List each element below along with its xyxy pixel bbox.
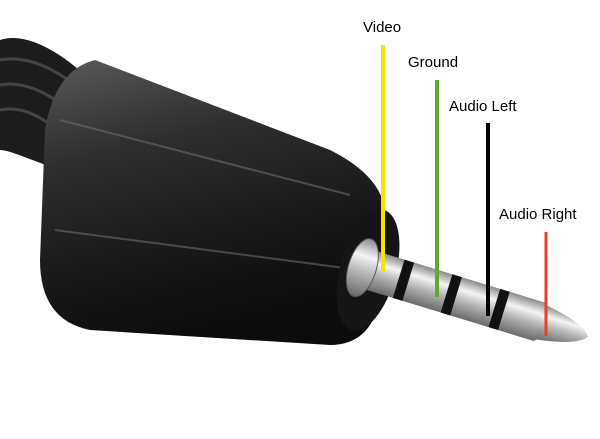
plug-body [40,60,400,345]
plug-pin [345,238,589,342]
video-label: Video [363,19,402,36]
audio-right-label: Audio Right [499,206,577,223]
ground-label: Ground [408,54,459,71]
audio-left-label: Audio Left [449,98,517,115]
